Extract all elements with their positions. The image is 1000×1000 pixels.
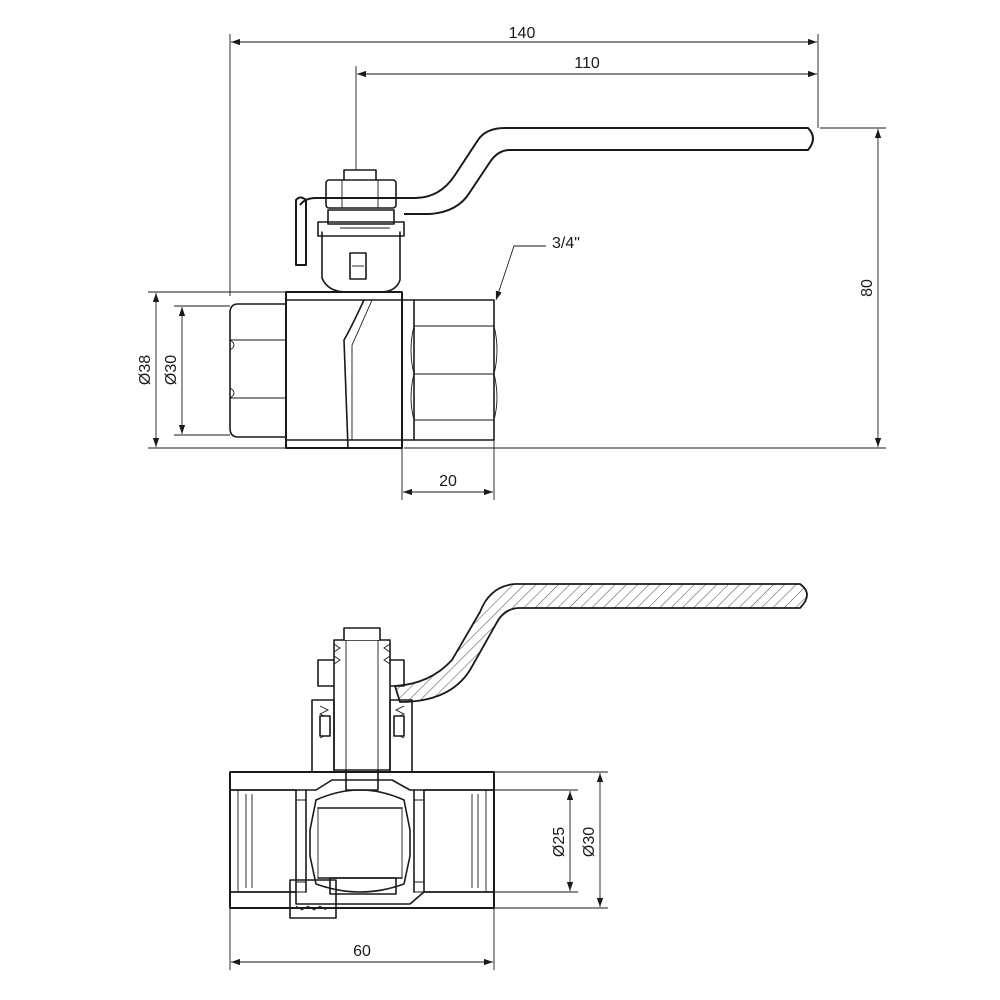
valve-body xyxy=(285,291,403,449)
dimension-lever-length: 110 xyxy=(355,55,817,170)
dimension-body-length: 60 xyxy=(229,908,495,970)
dimension-hex-diameter: Ø30 xyxy=(163,305,230,436)
handle-nut xyxy=(317,169,405,237)
dimension-thread-length: 20 xyxy=(401,440,495,500)
stem-section xyxy=(311,627,413,773)
dim-label-d30-section: Ø30 xyxy=(581,827,598,857)
dimension-overall-length: 140 xyxy=(229,25,819,296)
right-threaded-end xyxy=(401,299,498,441)
thread-size-label: 3/4" xyxy=(552,235,580,252)
lever-section xyxy=(393,583,808,703)
dim-label-d25: Ø25 xyxy=(551,827,568,857)
dim-label-20: 20 xyxy=(439,473,457,490)
dimension-end-diameter: Ø30 xyxy=(494,771,608,909)
section-view: Ø25 Ø30 60 xyxy=(229,583,808,970)
dim-label-140: 140 xyxy=(509,25,536,42)
left-hex-end xyxy=(229,303,287,438)
dimension-height: 80 xyxy=(404,127,886,449)
dimension-outer-diameter: Ø38 xyxy=(137,291,286,449)
top-view: 140 110 80 Ø38 Ø30 xyxy=(137,25,886,500)
dim-label-80: 80 xyxy=(859,279,876,297)
dimension-bore-diameter: Ø25 xyxy=(424,789,578,893)
ball-section xyxy=(295,769,425,895)
thread-size-callout: 3/4" xyxy=(495,235,580,301)
body-section xyxy=(229,771,495,919)
dim-label-110: 110 xyxy=(574,55,600,72)
dim-label-d30-top: Ø30 xyxy=(163,355,180,385)
stem-housing xyxy=(321,231,401,293)
lever-handle xyxy=(295,127,814,266)
dim-label-d38: Ø38 xyxy=(137,355,154,385)
dim-label-60: 60 xyxy=(353,943,371,960)
